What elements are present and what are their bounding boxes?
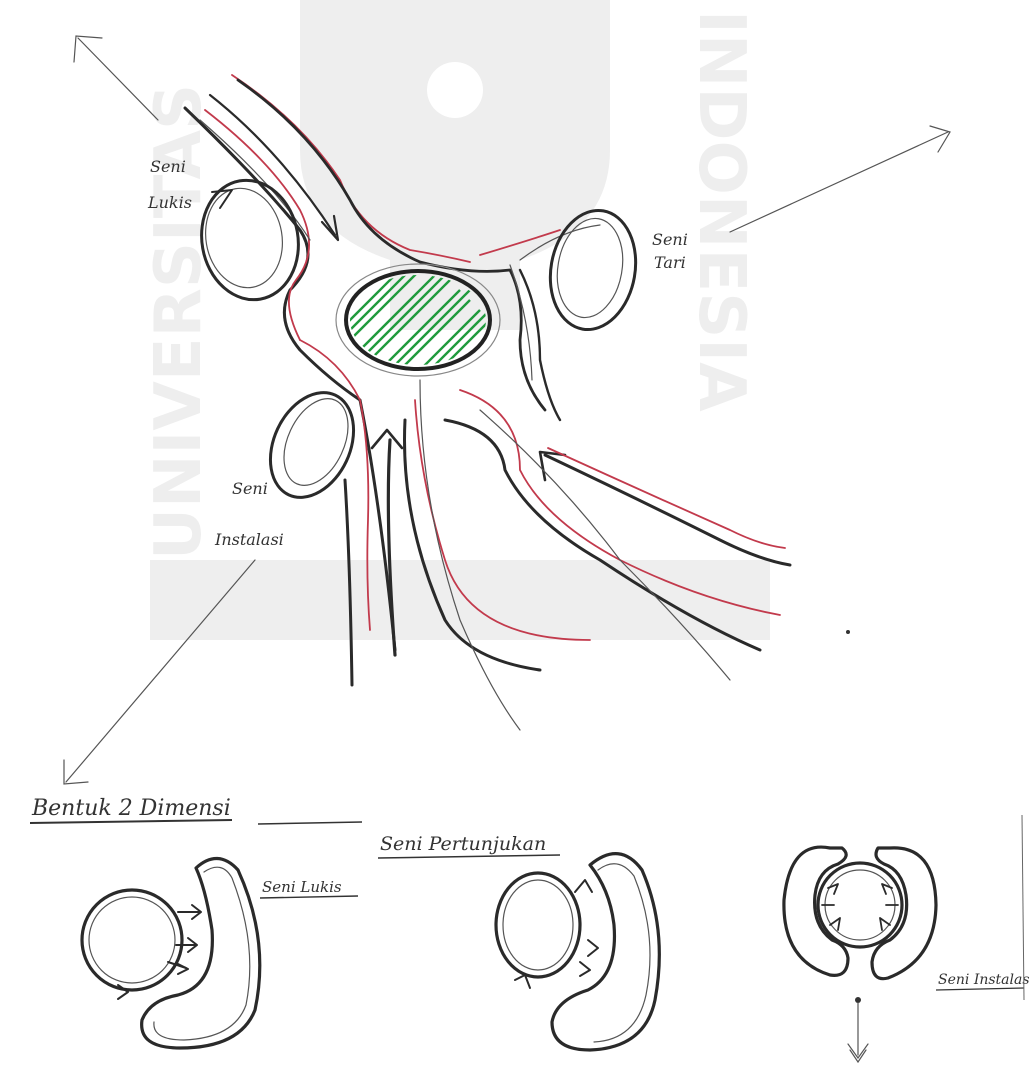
oval-seni-instalasi: [254, 379, 369, 511]
diagram-seni-instalasi: Seni Instalasi: [784, 847, 1030, 1062]
diagram-seni-lukis: Seni Lukis: [82, 858, 358, 1048]
watermark-text-left: UNIVERSITAS: [142, 84, 216, 560]
label-seni-lukis-1: Seni: [150, 157, 186, 176]
label-seni-tari-1: Seni: [652, 230, 688, 249]
arrow-top-right: [730, 126, 950, 232]
watermark-text-right: INDONESIA: [684, 10, 758, 412]
arrow-top-left: [74, 36, 158, 120]
label-seni-instalasi-1: Seni: [232, 479, 268, 498]
label-seni-tari-2: Tari: [654, 253, 686, 272]
label-seni-lukis-bottom: Seni Lukis: [262, 878, 342, 896]
label-seni-lukis-2: Lukis: [147, 193, 192, 212]
title-bentuk-2-dimensi: Bentuk 2 Dimensi: [31, 796, 231, 821]
label-seni-instalasi-2: Instalasi: [214, 530, 284, 549]
label-seni-instalasi-bottom: Seni Instalasi: [938, 972, 1030, 988]
title-seni-pertunjukan: Seni Pertunjukan: [380, 833, 546, 855]
diagram-seni-pertunjukan: [496, 854, 659, 1050]
